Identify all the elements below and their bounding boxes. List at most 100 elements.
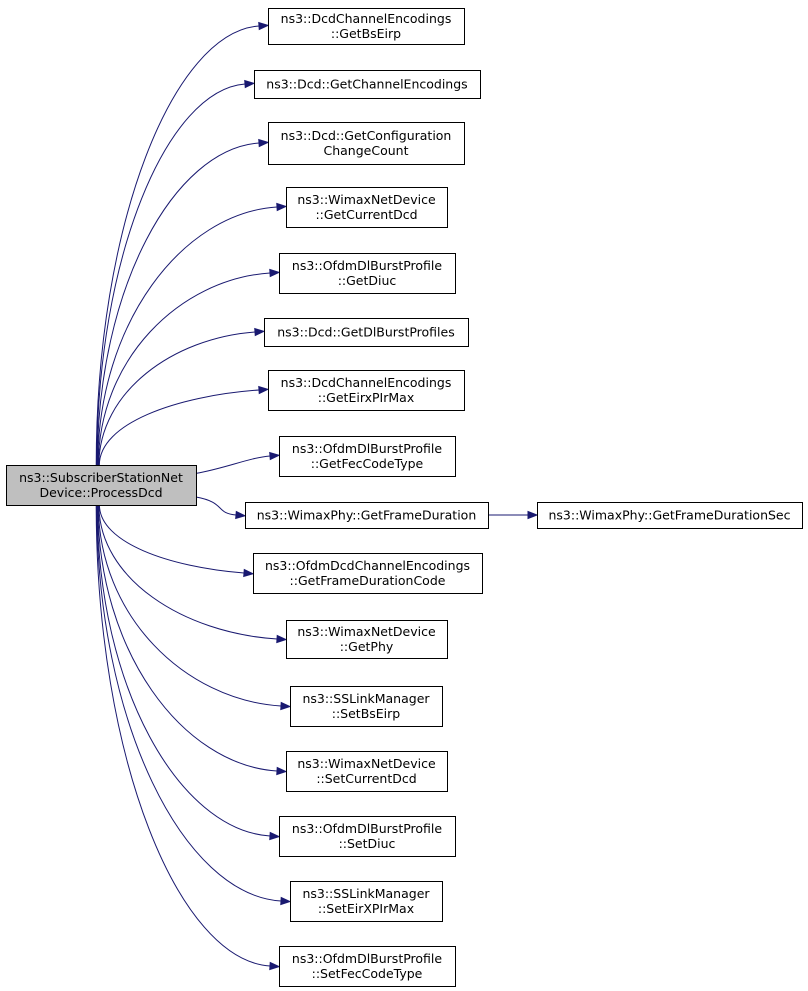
node-box-n11 [286, 620, 448, 659]
node-box-n15 [290, 881, 443, 922]
node-box-n2 [268, 122, 465, 165]
node-label-n4-line-0: ns3::OfdmDlBurstProfile [292, 258, 442, 273]
edge-root-n6 [98, 389, 260, 466]
arrowhead-root-n6 [258, 385, 270, 395]
edge-root-n5 [98, 331, 256, 466]
node-label-n14-line-1: ::SetDiuc [339, 836, 396, 851]
node-n16[interactable]: ns3::OfdmDlBurstProfile::SetFecCodeType [279, 946, 456, 987]
node-label-n0-line-1: ::GetBsEirp [331, 26, 401, 41]
node-label-n7-line-1: ::GetFecCodeType [311, 456, 424, 471]
node-n10[interactable]: ns3::OfdmDcdChannelEncodings::GetFrameDu… [253, 553, 483, 594]
edge-root-n14 [96, 504, 271, 837]
node-label-n4-line-1: ::GetDiuc [338, 273, 397, 288]
node-box-n0 [268, 8, 465, 45]
node-label-n12-line-0: ns3::SSLinkManager [302, 691, 430, 706]
node-box-n13 [286, 751, 448, 792]
node-box-n4 [279, 253, 456, 294]
node-n3[interactable]: ns3::WimaxNetDevice::GetCurrentDcd [286, 187, 448, 228]
node-box-root [6, 465, 197, 506]
edge-root-n11 [98, 504, 278, 640]
node-label-n12-line-1: ::SetBsEirp [332, 706, 401, 721]
node-n8[interactable]: ns3::WimaxPhy::GetFrameDuration [245, 502, 489, 529]
edge-root-n13 [97, 504, 278, 772]
node-n9[interactable]: ns3::WimaxPhy::GetFrameDurationSec [537, 502, 803, 529]
node-label-n0-line-0: ns3::DcdChannelEncodings [281, 11, 452, 26]
node-box-n10 [253, 553, 483, 594]
node-n5[interactable]: ns3::Dcd::GetDlBurstProfiles [264, 318, 469, 347]
arrowhead-root-n11 [276, 634, 288, 644]
arrowhead-root-n0 [258, 21, 270, 31]
node-box-n1 [254, 70, 481, 99]
arrowhead-root-n3 [276, 202, 288, 212]
node-label-n1-line-0: ns3::Dcd::GetChannelEncodings [266, 77, 467, 92]
node-root[interactable]: ns3::SubscriberStationNetDevice::Process… [6, 465, 197, 506]
arrowhead-root-n12 [280, 701, 292, 711]
arrowhead-root-n1 [244, 79, 256, 89]
node-label-n3-line-1: ::GetCurrentDcd [315, 207, 417, 222]
arrowhead-root-n5 [254, 327, 266, 337]
arrowhead-root-n2 [258, 138, 270, 148]
node-n12[interactable]: ns3::SSLinkManager::SetBsEirp [290, 686, 443, 727]
arrowhead-root-n16 [269, 961, 281, 971]
edge-root-n7 [195, 455, 271, 474]
node-box-n8 [245, 502, 489, 529]
node-label-n3-line-0: ns3::WimaxNetDevice [297, 192, 436, 207]
node-label-n15-line-0: ns3::SSLinkManager [302, 886, 430, 901]
edges-layer [95, 21, 539, 971]
edge-root-n16 [95, 504, 271, 967]
node-box-n14 [279, 816, 456, 857]
edge-root-n0 [95, 25, 260, 466]
node-label-n13-line-1: ::SetCurrentDcd [316, 771, 416, 786]
node-box-n12 [290, 686, 443, 727]
node-label-n11-line-1: ::GetPhy [340, 639, 394, 654]
arrowhead-root-n8 [235, 510, 247, 520]
node-label-n15-line-1: ::SetEirXPIrMax [318, 901, 414, 916]
edge-root-n8 [195, 496, 237, 516]
node-label-n6-line-0: ns3::DcdChannelEncodings [281, 375, 452, 390]
arrowhead-n8-n9 [527, 510, 539, 520]
arrowhead-root-n10 [243, 568, 255, 578]
node-label-n5-line-0: ns3::Dcd::GetDlBurstProfiles [277, 325, 454, 340]
edge-root-n3 [97, 206, 278, 466]
node-label-n2-line-1: ChangeCount [324, 143, 409, 158]
node-label-n16-line-1: ::SetFecCodeType [312, 966, 423, 981]
node-n6[interactable]: ns3::DcdChannelEncodings::GetEirxPIrMax [268, 370, 465, 411]
node-label-n6-line-1: ::GetEirxPIrMax [318, 390, 414, 405]
node-n13[interactable]: ns3::WimaxNetDevice::SetCurrentDcd [286, 751, 448, 792]
node-label-root-line-1: Device::ProcessDcd [39, 485, 162, 500]
edge-root-n2 [96, 142, 260, 466]
edge-root-n1 [96, 83, 246, 466]
node-box-n3 [286, 187, 448, 228]
arrowhead-root-n13 [276, 766, 288, 776]
node-label-n10-line-1: ::GetFrameDurationCode [290, 573, 446, 588]
node-box-n5 [264, 318, 469, 347]
edge-root-n12 [97, 504, 282, 707]
edge-root-n4 [97, 272, 271, 466]
node-label-root-line-0: ns3::SubscriberStationNet [19, 470, 183, 485]
node-n15[interactable]: ns3::SSLinkManager::SetEirXPIrMax [290, 881, 443, 922]
node-n7[interactable]: ns3::OfdmDlBurstProfile::GetFecCodeType [279, 436, 456, 477]
node-label-n13-line-0: ns3::WimaxNetDevice [297, 756, 436, 771]
node-n14[interactable]: ns3::OfdmDlBurstProfile::SetDiuc [279, 816, 456, 857]
node-n0[interactable]: ns3::DcdChannelEncodings::GetBsEirp [268, 8, 465, 45]
node-label-n11-line-0: ns3::WimaxNetDevice [297, 624, 436, 639]
node-label-n9-line-0: ns3::WimaxPhy::GetFrameDurationSec [549, 508, 791, 523]
node-label-n2-line-0: ns3::Dcd::GetConfiguration [281, 128, 452, 143]
node-box-n6 [268, 370, 465, 411]
edge-root-n15 [96, 504, 282, 902]
node-label-n14-line-0: ns3::OfdmDlBurstProfile [292, 821, 442, 836]
arrowhead-root-n7 [269, 451, 281, 461]
node-box-n7 [279, 436, 456, 477]
node-label-n16-line-0: ns3::OfdmDlBurstProfile [292, 951, 442, 966]
node-label-n8-line-0: ns3::WimaxPhy::GetFrameDuration [257, 508, 477, 523]
node-n4[interactable]: ns3::OfdmDlBurstProfile::GetDiuc [279, 253, 456, 294]
node-n11[interactable]: ns3::WimaxNetDevice::GetPhy [286, 620, 448, 659]
arrowhead-root-n4 [269, 268, 281, 278]
node-n1[interactable]: ns3::Dcd::GetChannelEncodings [254, 70, 481, 99]
arrowhead-root-n14 [269, 831, 281, 841]
arrowhead-root-n15 [280, 896, 292, 906]
node-box-n9 [537, 502, 803, 529]
edge-root-n10 [98, 504, 245, 574]
